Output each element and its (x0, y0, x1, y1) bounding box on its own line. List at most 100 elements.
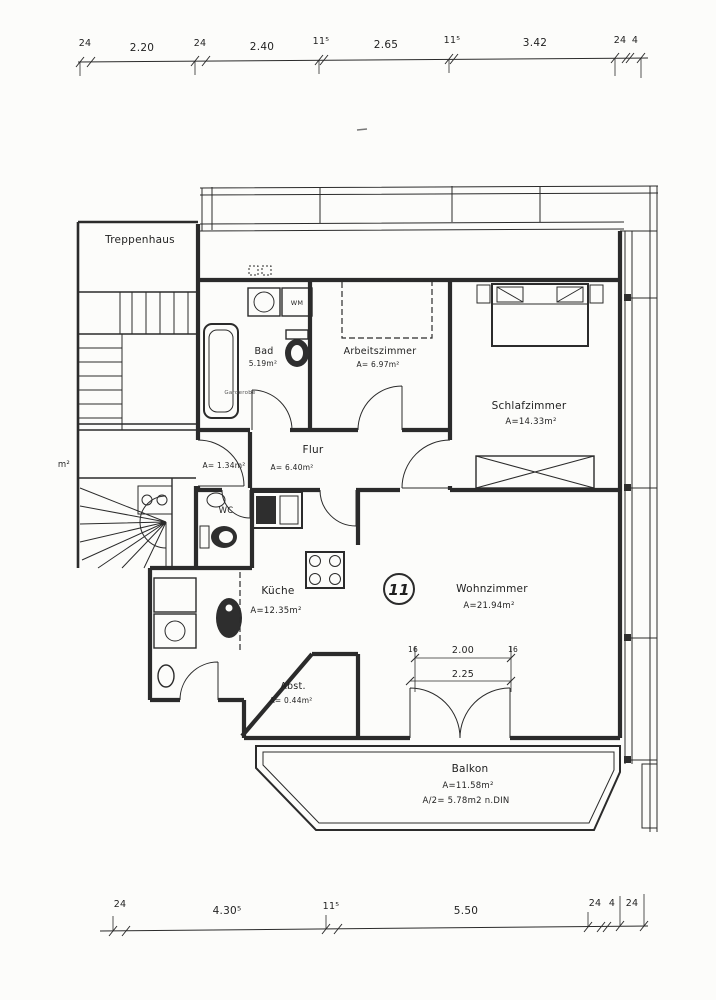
kitchen-drainboard (279, 495, 299, 525)
dim-label: 24 (626, 898, 639, 909)
meter-dial (141, 494, 153, 506)
burner (329, 555, 341, 567)
dim-label: 5.50 (454, 905, 478, 917)
roof-lines (199, 185, 659, 232)
toilet-tank (285, 329, 309, 340)
roof-connectors (201, 186, 541, 231)
dim-label-200: 2.00 (452, 645, 474, 656)
vent-square (261, 265, 272, 276)
wc-toilet-bowl-inner (219, 531, 233, 543)
bedroom-furniture (475, 283, 604, 489)
bathtub (203, 323, 239, 419)
wall-segments (147, 224, 623, 741)
dimension-line (99, 925, 649, 932)
washer-unit (247, 287, 281, 317)
dim-ticks-2 (405, 676, 516, 686)
nightstand (476, 284, 491, 304)
wc-toilet-tank (199, 525, 210, 549)
dim-label: 11⁵ (323, 901, 340, 912)
dim-label: 2.65 (374, 39, 398, 51)
meter-dial (156, 494, 168, 506)
label-balkon-area-din: A/2= 5.78m2 n.DIN (423, 796, 510, 806)
wc-sink (206, 492, 226, 508)
label-flur-area: A= 6.40m² (270, 463, 313, 472)
dim-label: 24 (614, 35, 627, 46)
dim-verticals (414, 646, 512, 692)
dim-label: 4 (632, 35, 638, 46)
stove (305, 551, 345, 589)
label-wohnzimmer: Wohnzimmer (456, 583, 528, 595)
unit-number: 11 (388, 581, 409, 599)
doors (179, 385, 511, 739)
dim-label: 2.20 (130, 42, 154, 54)
kueche-door-arc (319, 489, 357, 527)
wc-fixtures: WC (199, 492, 237, 549)
right-wall-strip (624, 186, 658, 832)
dim-label-16-left: 16 (408, 645, 418, 654)
label-kueche-area: A=12.35m² (250, 606, 301, 616)
label-arbeitszimmer-area: A= 6.97m² (356, 360, 399, 369)
dim-label-225: 2.25 (452, 669, 474, 680)
dim-label: 24 (194, 38, 207, 49)
dim-label: 4 (609, 898, 615, 909)
label-arbeitszimmer: Arbeitszimmer (344, 346, 417, 357)
balcony-door-right-arc (459, 687, 511, 739)
dim-label-16-right: 16 (508, 645, 518, 654)
dim-label: 24 (589, 898, 602, 909)
walls (147, 224, 623, 741)
dimension-line (77, 57, 649, 63)
label-wm: WM (291, 299, 304, 307)
pillow (556, 286, 584, 303)
schlafzimmer-door-arc (401, 439, 451, 489)
label-balkon-area: A=11.58m² (442, 781, 493, 791)
roof-edge-lines (199, 185, 659, 276)
dim-label: 24 (79, 38, 92, 49)
dim-label: 11⁵ (313, 36, 330, 47)
label-schlafzimmer: Schlafzimmer (492, 400, 567, 412)
dim-label: 24 (114, 899, 127, 910)
nightstand (589, 284, 604, 304)
top-dimension-chain: 24 2.20 24 2.40 11⁵ 2.65 11⁵ 3.42 24 4 (75, 35, 649, 78)
balcony-door-left-arc (409, 687, 461, 739)
strip-lines (624, 186, 658, 832)
scan-artifact (356, 128, 368, 131)
stair-walls (76, 220, 198, 568)
strip-connectors (625, 297, 657, 761)
burner (329, 573, 341, 585)
pillow-fold (496, 286, 524, 303)
appliance-box (153, 613, 197, 649)
winder-handrail-arc (139, 495, 167, 549)
corner-column (641, 763, 658, 829)
dim-label: 3.42 (523, 37, 547, 49)
bottom-dimension-chain: 24 4.30⁵ 11⁵ 5.50 24 4 24 (99, 894, 649, 937)
stair-treads-lower (78, 334, 123, 430)
basin-drain (225, 604, 233, 612)
room-labels: Bad 5.19m² Arbeitszimmer A= 6.97m² Schla… (58, 346, 567, 705)
entry-door-arc (197, 439, 245, 487)
label-abst-area: A= 0.44m² (269, 696, 312, 705)
balcony: Balkon A=11.58m² A/2= 5.78m2 n.DIN (255, 745, 621, 831)
skylight-dashed (341, 279, 433, 339)
wall-post (624, 634, 631, 641)
dimension-extension-lines (79, 58, 642, 78)
appliance-box (153, 577, 197, 613)
label-abst: Abst. (280, 681, 305, 692)
wall-post (624, 756, 631, 763)
label-bad-area: 5.19m² (249, 359, 278, 368)
label-wc: WC (219, 506, 234, 516)
bad-fixtures: WM (203, 287, 313, 419)
dimension-extension-lines (112, 894, 645, 931)
label-wohnzimmer-area: A=21.94m² (463, 601, 514, 611)
bathtub-inner (208, 329, 234, 413)
label-garderobe-area: A= 1.34m² (202, 461, 245, 470)
appliance-dial (164, 620, 186, 642)
kitchen-sink-unit (251, 491, 303, 529)
dim-label: 2.40 (250, 41, 274, 53)
washer-drum (253, 291, 275, 313)
abst-door-arc (179, 661, 219, 701)
boiler (157, 664, 175, 688)
washing-machine-box (281, 287, 313, 317)
label-treppenhaus: Treppenhaus (104, 234, 175, 246)
